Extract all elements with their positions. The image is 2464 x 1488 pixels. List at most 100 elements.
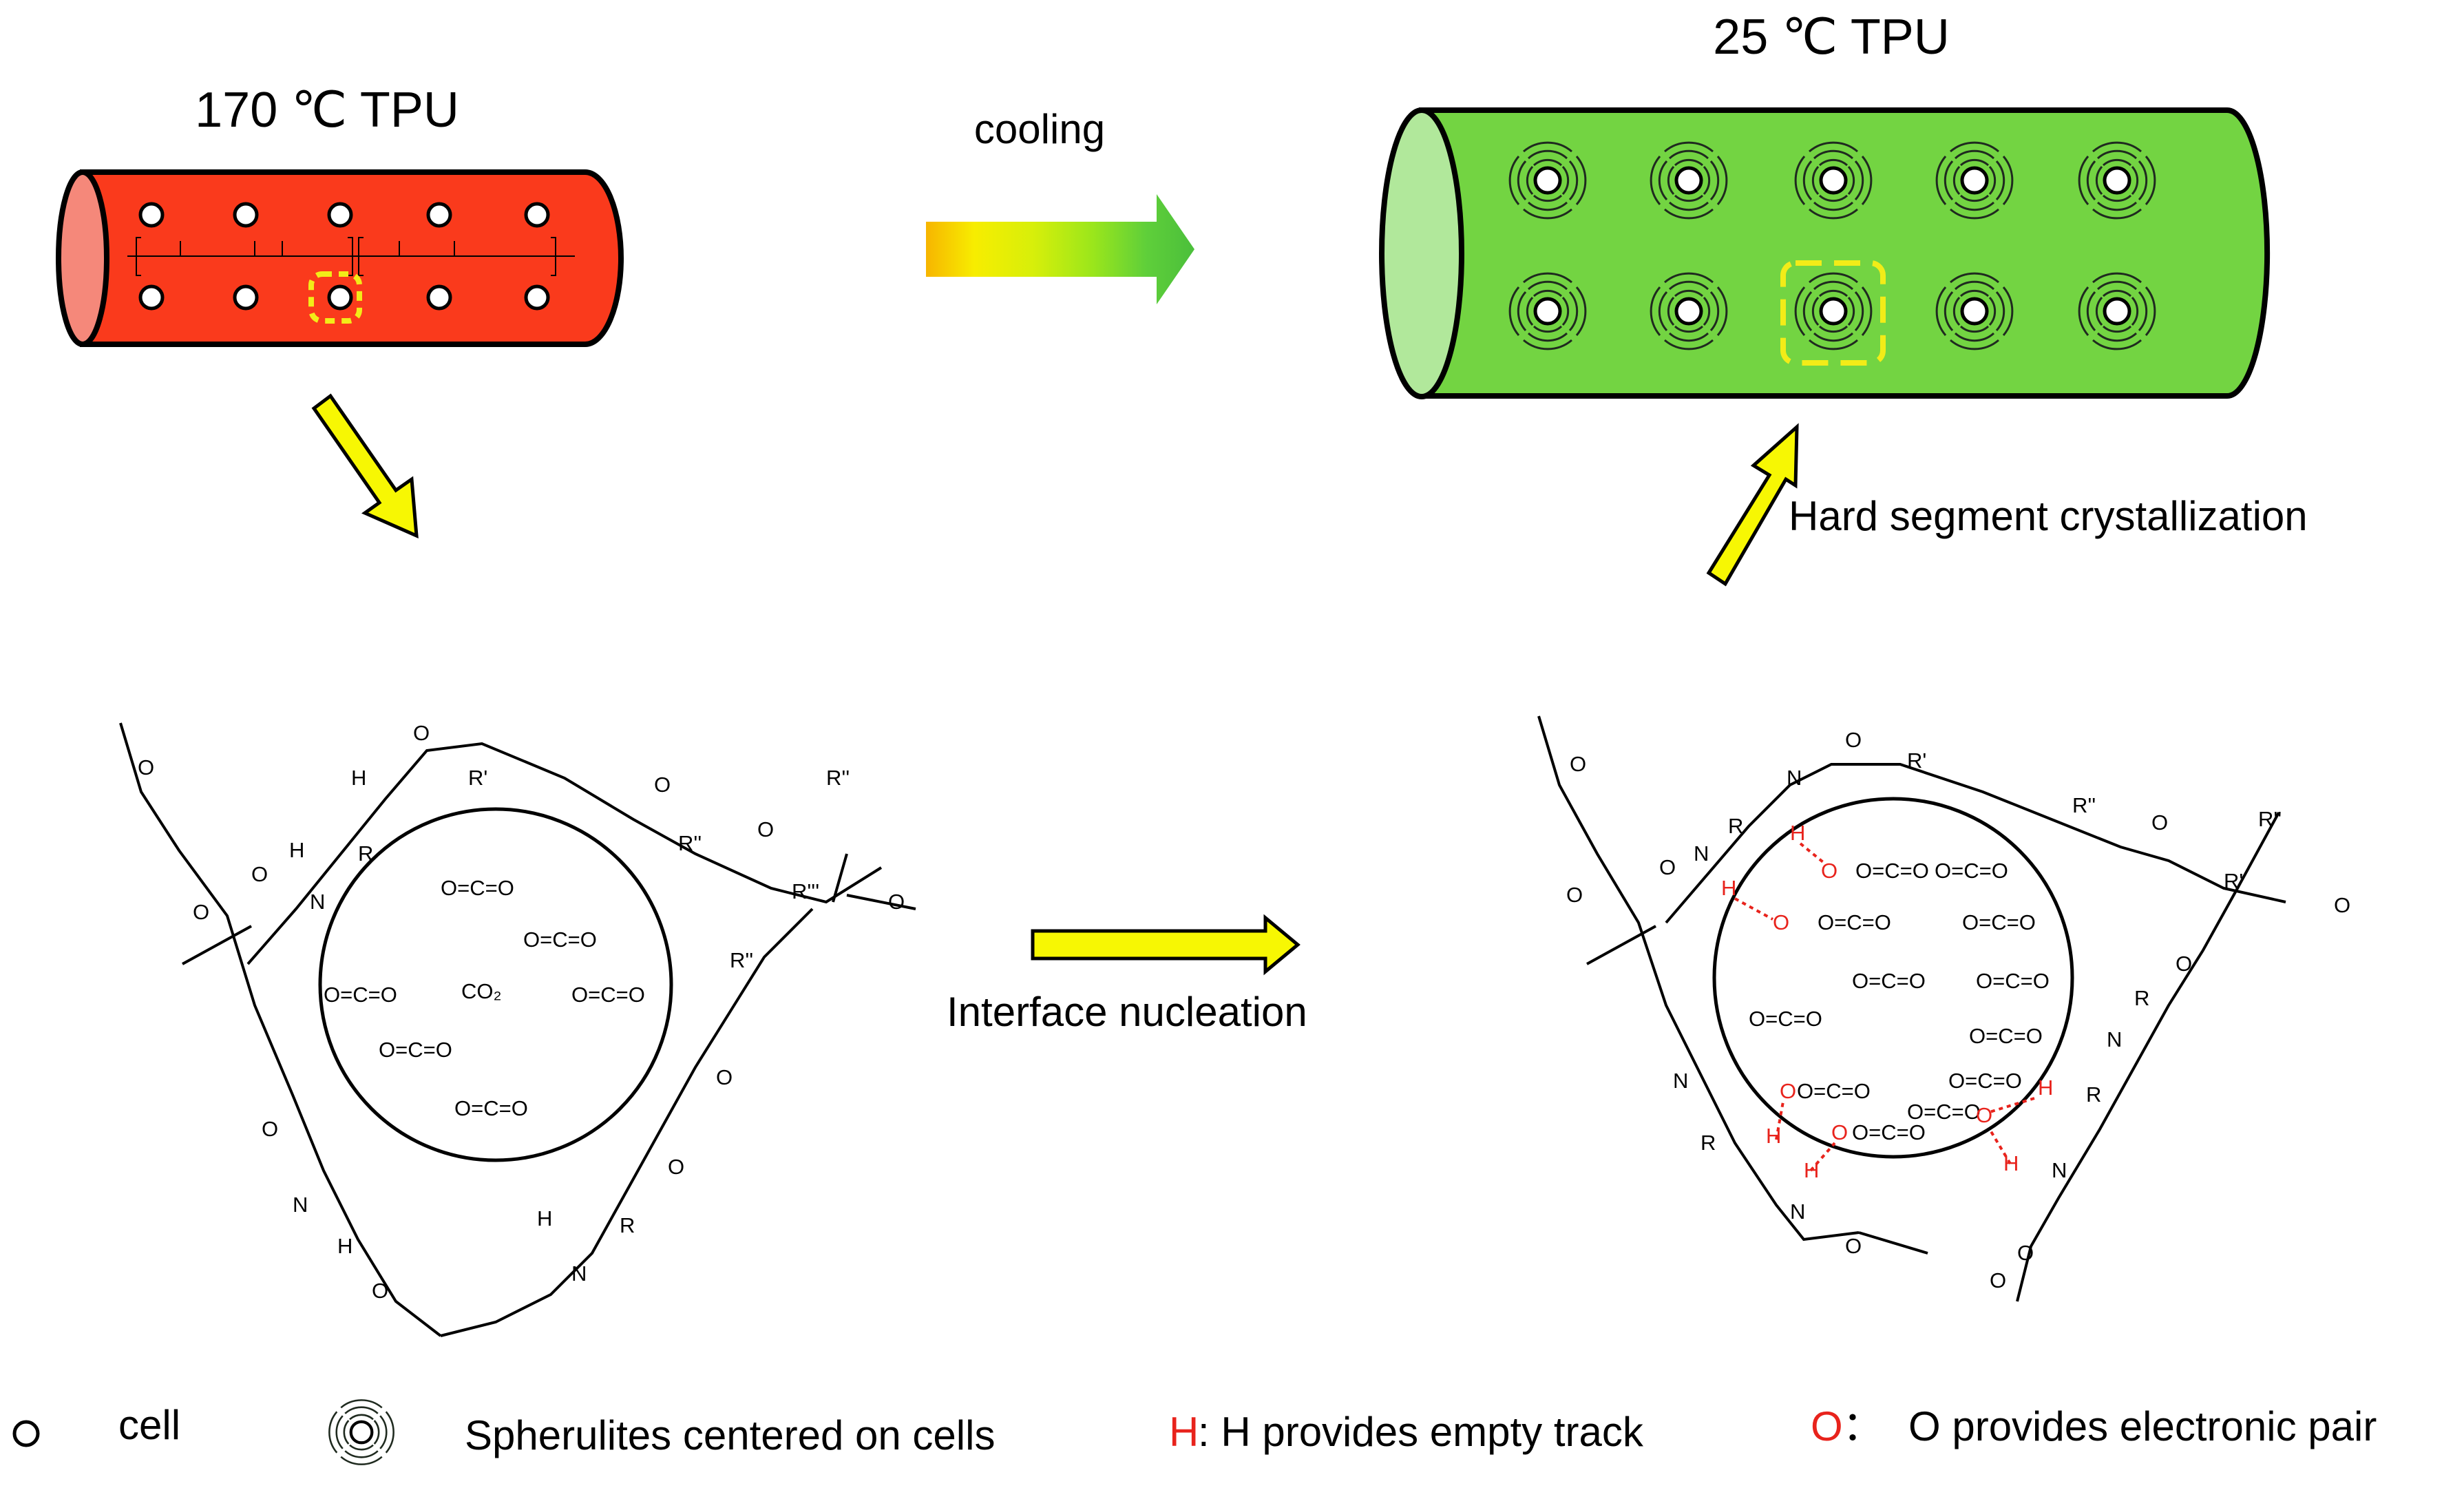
svg-text:O: O xyxy=(1976,1103,1992,1127)
svg-text:O: O xyxy=(1831,1120,1848,1144)
co2-label: CO₂ xyxy=(461,979,502,1003)
svg-text:O: O xyxy=(1773,910,1789,934)
svg-text:O: O xyxy=(413,721,430,745)
legend-o-symbol: O xyxy=(1811,1403,1843,1449)
svg-text:O=C=O: O=C=O xyxy=(441,876,514,900)
svg-text:O: O xyxy=(1821,859,1838,883)
svg-text:H: H xyxy=(337,1234,352,1258)
svg-text:R'': R'' xyxy=(2258,807,2282,831)
svg-text:R: R xyxy=(1728,814,1743,838)
svg-text:R: R xyxy=(2134,986,2149,1010)
legend-o-sep: ： xyxy=(1842,1403,1884,1449)
svg-text:O: O xyxy=(372,1279,388,1303)
svg-text:O: O xyxy=(2151,810,2168,835)
svg-text:R': R' xyxy=(2224,869,2243,893)
svg-text:R': R' xyxy=(468,766,487,790)
arrow-down-to-nucleus xyxy=(311,393,419,538)
svg-text:O=C=O: O=C=O xyxy=(1749,1007,1822,1031)
svg-text:N: N xyxy=(1790,1199,1805,1224)
svg-text:N: N xyxy=(293,1193,308,1217)
svg-text:O: O xyxy=(757,817,774,841)
svg-text:N: N xyxy=(2052,1158,2067,1182)
title-hot-tpu: 170 ℃ TPU xyxy=(195,83,459,138)
svg-text:H: H xyxy=(289,838,304,862)
svg-text:N: N xyxy=(1787,766,1802,790)
polymer-formula xyxy=(127,237,575,276)
svg-text:O=C=O: O=C=O xyxy=(571,983,645,1007)
svg-text:H: H xyxy=(1721,876,1736,900)
hot-tube-cells xyxy=(138,202,550,311)
hot-highlight-box xyxy=(308,271,362,324)
svg-text:H: H xyxy=(351,766,366,790)
right-bubble xyxy=(1712,797,2074,1159)
svg-text:O=C=O: O=C=O xyxy=(379,1038,452,1062)
svg-text:H: H xyxy=(1790,821,1805,845)
legend-cell-icon xyxy=(12,1420,40,1447)
svg-text:O: O xyxy=(2334,893,2350,917)
svg-text:R'': R'' xyxy=(730,948,753,972)
svg-text:O=C=O: O=C=O xyxy=(454,1096,528,1120)
legend-o-label: O provides electronic pair xyxy=(1908,1403,2377,1449)
svg-text:R''': R''' xyxy=(792,879,819,903)
legend-spherulite-label: Spherulites centered on cells xyxy=(465,1412,995,1458)
svg-text:R': R' xyxy=(1907,748,1926,773)
svg-text:O: O xyxy=(251,862,268,886)
label-interface-nucleation: Interface nucleation xyxy=(947,989,1307,1035)
legend-spherulite-icon xyxy=(329,1400,393,1464)
svg-text:R'': R'' xyxy=(678,831,702,855)
svg-text:O: O xyxy=(262,1117,278,1141)
svg-text:O: O xyxy=(1566,883,1583,907)
svg-text:O=C=O: O=C=O xyxy=(1907,1100,1981,1124)
arrow-up-crystallization xyxy=(1706,423,1799,587)
svg-text:R: R xyxy=(620,1213,635,1237)
svg-text:O=C=O: O=C=O xyxy=(1855,859,1929,883)
svg-text:O=C=O: O=C=O xyxy=(1852,969,1926,993)
legend-h-label: : H provides empty track xyxy=(1198,1409,1644,1455)
svg-text:R: R xyxy=(358,841,373,866)
svg-text:O=C=O: O=C=O xyxy=(523,928,597,952)
right-nucleation-scheme: O=C=O O=C=O O=C=O O=C=O O=C=O O=C=O O=C=… xyxy=(1537,715,2350,1302)
svg-text:O: O xyxy=(1990,1268,2006,1292)
label-hard-segment: Hard segment crystallization xyxy=(1789,493,2308,539)
svg-text:R'': R'' xyxy=(2072,793,2096,817)
cold-highlight-box xyxy=(1780,260,1886,366)
svg-text:O: O xyxy=(668,1155,684,1179)
svg-text:N: N xyxy=(571,1261,587,1286)
legend-cell-label: cell xyxy=(118,1402,180,1448)
svg-text:O: O xyxy=(193,900,209,924)
svg-text:R: R xyxy=(2086,1082,2101,1107)
svg-text:N: N xyxy=(310,890,325,914)
svg-text:O=C=O: O=C=O xyxy=(1969,1024,2043,1048)
svg-text:R: R xyxy=(1700,1131,1716,1155)
label-cooling: cooling xyxy=(974,106,1105,152)
svg-text:N: N xyxy=(2107,1027,2122,1051)
svg-text:O: O xyxy=(716,1065,733,1089)
svg-text:O: O xyxy=(2176,952,2192,976)
svg-text:O: O xyxy=(2017,1241,2034,1265)
svg-text:N: N xyxy=(1694,841,1709,866)
svg-text:R'': R'' xyxy=(826,766,850,790)
svg-text:O=C=O: O=C=O xyxy=(1852,1120,1926,1144)
svg-text:O: O xyxy=(1845,728,1862,752)
cooling-arrow xyxy=(926,194,1194,304)
svg-text:O: O xyxy=(1780,1079,1796,1103)
svg-text:O=C=O: O=C=O xyxy=(324,983,397,1007)
svg-text:N: N xyxy=(1673,1069,1688,1093)
svg-text:O: O xyxy=(1570,752,1586,776)
svg-text:H: H xyxy=(2038,1076,2053,1100)
left-bubble xyxy=(318,807,673,1162)
svg-text:H: H xyxy=(1766,1124,1781,1148)
svg-text:O: O xyxy=(888,890,905,914)
svg-text:O: O xyxy=(654,773,671,797)
svg-text:O=C=O: O=C=O xyxy=(1976,969,2050,993)
svg-text:O: O xyxy=(138,755,154,779)
svg-text:O=C=O: O=C=O xyxy=(1818,910,1891,934)
legend-h-symbol: H xyxy=(1169,1409,1199,1455)
cold-tpu-tube xyxy=(1379,107,2271,399)
title-cold-tpu: 25 ℃ TPU xyxy=(1713,10,1950,65)
legend: cell Spherulites centered on cells H : H… xyxy=(12,1400,2377,1464)
svg-text:H: H xyxy=(537,1206,552,1230)
svg-text:O: O xyxy=(1659,855,1676,879)
hot-tpu-tube xyxy=(56,169,624,347)
